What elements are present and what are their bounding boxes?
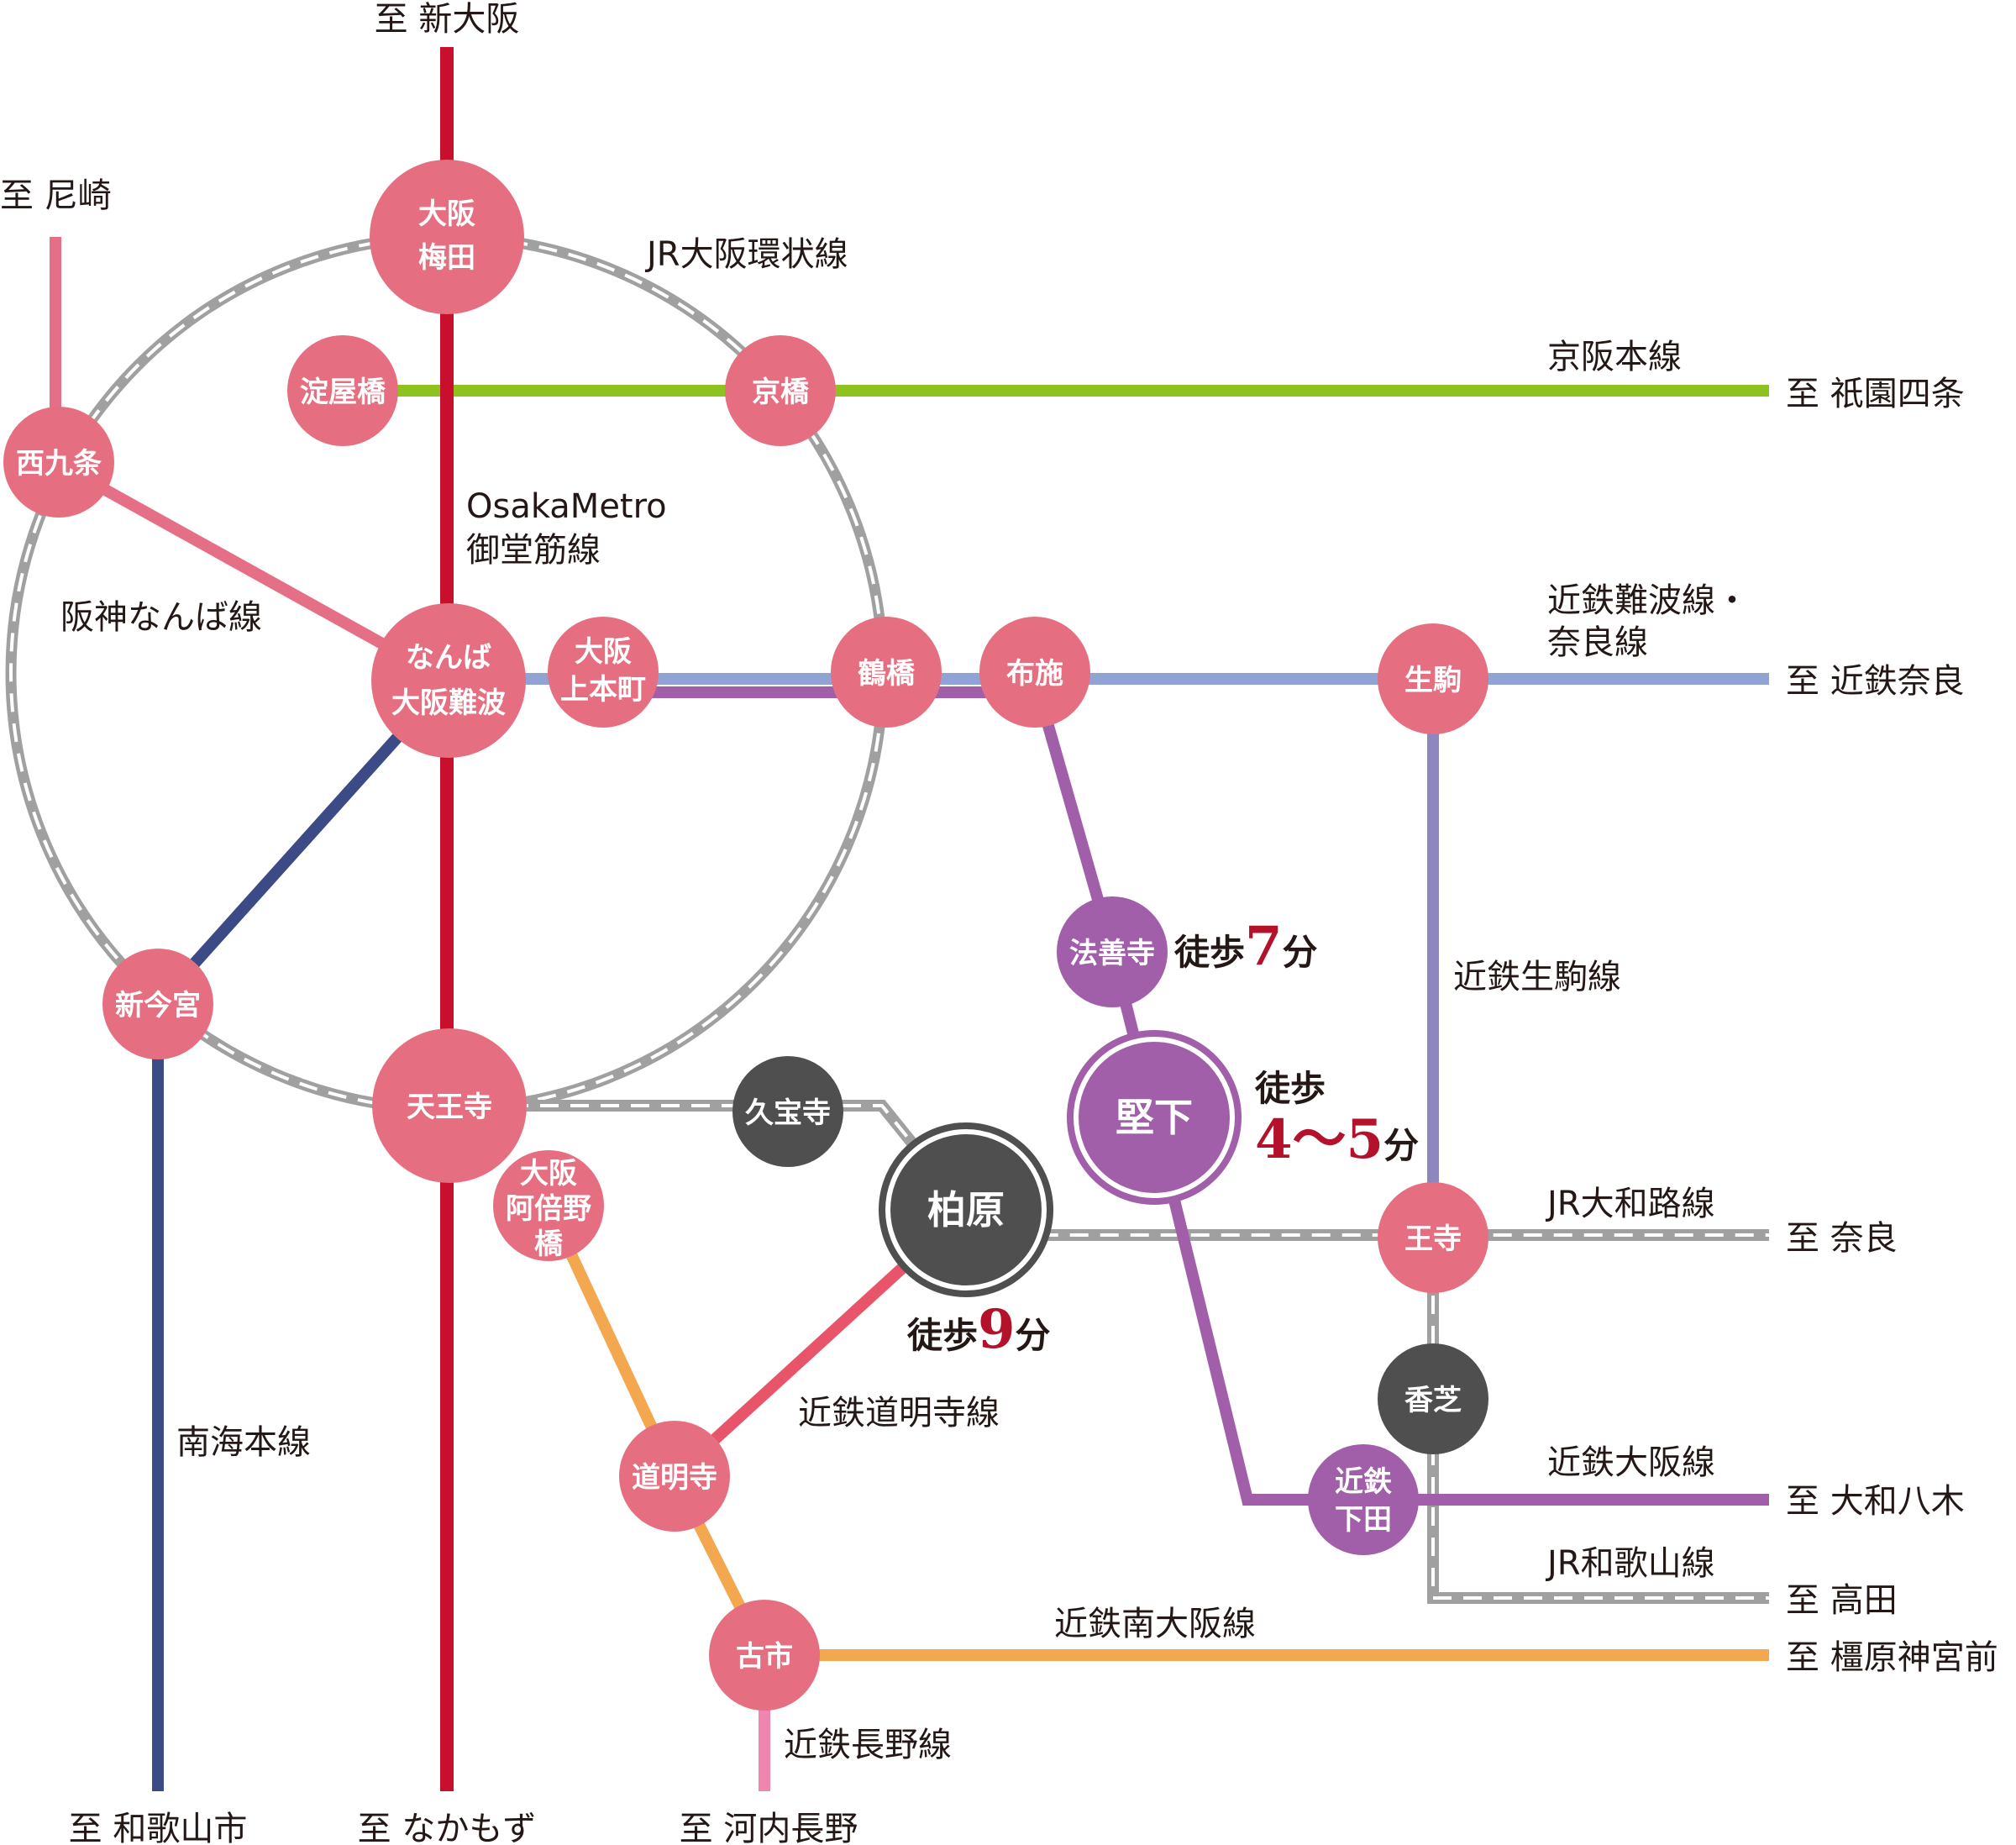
svg-text:鶴橋: 鶴橋 — [858, 657, 915, 691]
svg-text:橋: 橋 — [534, 1227, 563, 1261]
label-midosuji-1: OsakaMetro — [466, 487, 667, 526]
svg-text:堅下: 堅下 — [1116, 1095, 1193, 1140]
label-kintetsu-nagano: 近鉄長野線 — [784, 1726, 952, 1764]
station-kashiwara[interactable]: 柏原 — [879, 1122, 1053, 1297]
svg-text:法善寺: 法善寺 — [1069, 937, 1155, 970]
station-katashimo[interactable]: 堅下 — [1067, 1030, 1242, 1205]
station-oji[interactable]: 王寺 — [1378, 1182, 1488, 1293]
walk-time-kashiwara: 徒歩9分 — [906, 1298, 1051, 1361]
station-shin-imamiya[interactable]: 新今宮 — [102, 949, 213, 1059]
station-tsuruhashi[interactable]: 鶴橋 — [831, 617, 942, 728]
station-abenobashi[interactable]: 大阪 阿倍野 橋 — [493, 1150, 604, 1261]
svg-text:近鉄: 近鉄 — [1335, 1465, 1392, 1499]
svg-text:淀屋橋: 淀屋橋 — [300, 376, 386, 409]
label-jr-loop: JR大阪環状線 — [644, 235, 848, 274]
svg-text:西九条: 西九条 — [16, 447, 102, 481]
direction-shin-osaka: 至 新大阪 — [375, 0, 520, 39]
direction-amagasaki: 至 尼崎 — [0, 176, 112, 215]
nankai-main-line — [152, 676, 454, 1791]
station-namba[interactable]: なんば 大阪難波 — [371, 603, 526, 758]
label-kintetsu-osaka: 近鉄大阪線 — [1547, 1443, 1715, 1482]
svg-text:大阪: 大阪 — [575, 635, 632, 669]
station-hozenji[interactable]: 法善寺 — [1057, 896, 1168, 1007]
station-domyoji[interactable]: 道明寺 — [619, 1421, 730, 1532]
svg-text:新今宮: 新今宮 — [115, 989, 201, 1022]
label-kintetsu-namba-2: 奈良線 — [1547, 623, 1648, 662]
station-furuichi[interactable]: 古市 — [709, 1600, 820, 1711]
station-tennoji[interactable]: 天王寺 — [372, 1028, 527, 1183]
direction-gion-shijo: 至 祇園四条 — [1786, 375, 1965, 413]
svg-text:大阪: 大阪 — [418, 197, 475, 231]
station-kyuhoji[interactable]: 久宝寺 — [732, 1056, 843, 1167]
station-umeda[interactable]: 大阪 梅田 — [370, 160, 524, 314]
svg-text:久宝寺: 久宝寺 — [745, 1096, 831, 1130]
station-kyobashi[interactable]: 京橋 — [725, 335, 836, 446]
svg-text:生駒: 生駒 — [1404, 664, 1462, 697]
label-jr-wakayama: JR和歌山線 — [1545, 1544, 1715, 1583]
direction-kawachi-nagano: 至 河内長野 — [680, 1810, 858, 1845]
svg-text:下田: 下田 — [1335, 1503, 1392, 1537]
station-ikoma[interactable]: 生駒 — [1378, 623, 1488, 734]
station-yodoyabashi[interactable]: 淀屋橋 — [287, 335, 398, 446]
svg-text:柏原: 柏原 — [927, 1187, 1005, 1233]
walk-time-hozenji: 徒歩7分 — [1173, 915, 1318, 978]
svg-text:布施: 布施 — [1006, 657, 1063, 691]
svg-text:天王寺: 天王寺 — [407, 1091, 492, 1124]
label-kintetsu-namba-1: 近鉄難波線・ — [1547, 581, 1749, 620]
svg-text:徒歩: 徒歩 — [1254, 1068, 1326, 1109]
station-uehommachi[interactable]: 大阪 上本町 — [548, 617, 659, 728]
label-midosuji-2: 御堂筋線 — [466, 531, 601, 570]
label-hanshin-namba: 阪神なんば線 — [60, 598, 262, 637]
direction-kintetsu-nara: 至 近鉄奈良 — [1786, 662, 1965, 701]
svg-text:香芝: 香芝 — [1404, 1384, 1462, 1417]
label-kintetsu-ikoma: 近鉄生駒線 — [1453, 958, 1621, 996]
label-jr-yamatoji: JR大和路線 — [1545, 1185, 1715, 1223]
label-kintetsu-minami-osaka: 近鉄南大阪線 — [1054, 1605, 1256, 1643]
svg-text:京橋: 京橋 — [752, 376, 809, 409]
label-keihan-main: 京阪本線 — [1547, 338, 1682, 376]
kintetsu-minami-osaka-line — [543, 1203, 1769, 1661]
svg-text:徒歩7分: 徒歩7分 — [1173, 915, 1318, 978]
direction-nakamozu: 至 なかもず — [358, 1810, 537, 1845]
label-nankai-main: 南海本線 — [176, 1423, 311, 1462]
station-nishikujo[interactable]: 西九条 — [3, 407, 114, 518]
svg-text:王寺: 王寺 — [1404, 1222, 1462, 1256]
direction-yamato-yagi: 至 大和八木 — [1786, 1482, 1965, 1521]
svg-text:4〜5分: 4〜5分 — [1255, 1108, 1419, 1171]
station-fuse[interactable]: 布施 — [979, 617, 1090, 728]
svg-text:大阪: 大阪 — [520, 1157, 577, 1191]
svg-text:なんば: なんば — [406, 641, 491, 675]
direction-takada: 至 高田 — [1786, 1581, 1898, 1620]
svg-text:大阪難波: 大阪難波 — [391, 686, 506, 720]
svg-text:梅田: 梅田 — [418, 241, 475, 275]
station-kashiba[interactable]: 香芝 — [1378, 1343, 1488, 1454]
station-shimoda[interactable]: 近鉄 下田 — [1308, 1444, 1419, 1555]
direction-kashihara-jingumae: 至 橿原神宮前 — [1786, 1638, 1998, 1677]
svg-text:上本町: 上本町 — [560, 673, 646, 707]
direction-wakayamashi: 至 和歌山市 — [69, 1810, 248, 1845]
svg-text:道明寺: 道明寺 — [632, 1461, 717, 1495]
direction-nara: 至 奈良 — [1786, 1219, 1898, 1258]
label-kintetsu-domyoji: 近鉄道明寺線 — [798, 1394, 1000, 1432]
svg-text:徒歩9分: 徒歩9分 — [906, 1298, 1051, 1361]
svg-text:古市: 古市 — [736, 1640, 793, 1674]
svg-text:阿倍野: 阿倍野 — [506, 1192, 591, 1226]
walk-time-katashimo: 徒歩 4〜5分 — [1254, 1068, 1419, 1171]
